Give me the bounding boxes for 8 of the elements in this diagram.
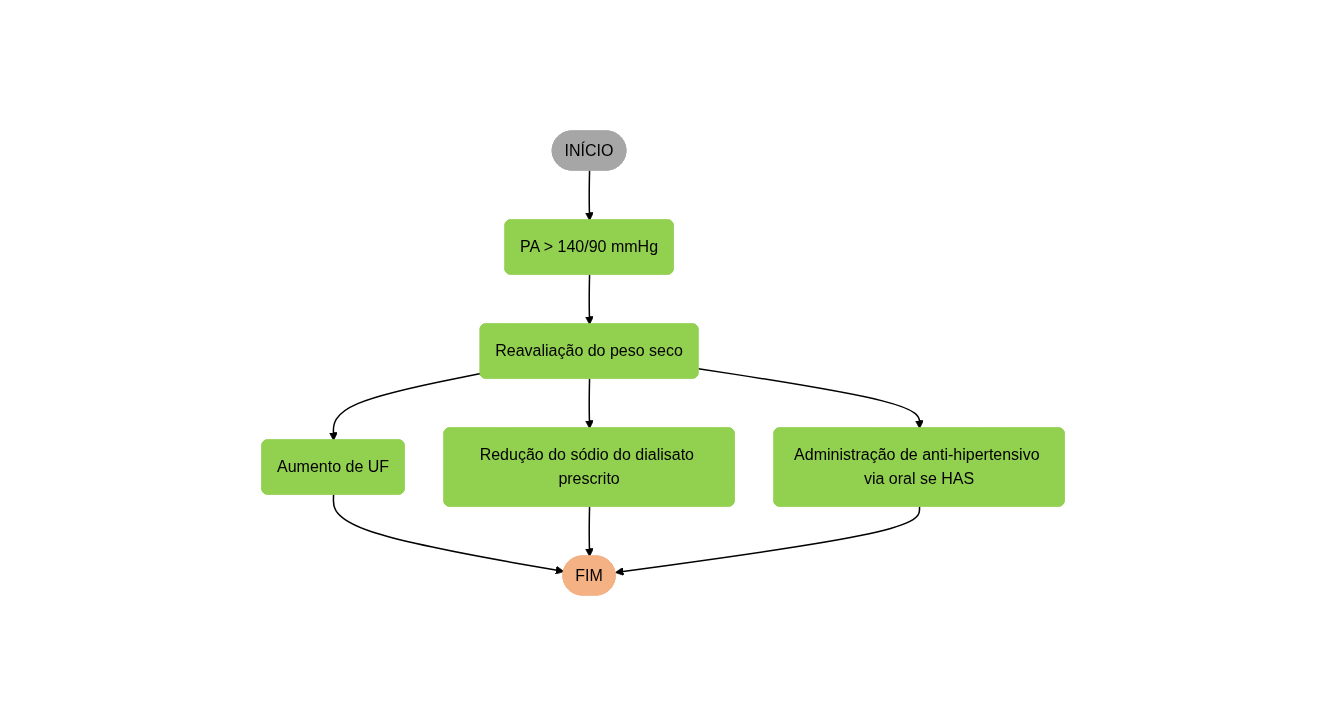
arrow: [615, 505, 921, 576]
arrow: [698, 367, 925, 429]
arrow: [585, 169, 595, 221]
arrow: [585, 505, 595, 557]
arrow: [585, 273, 595, 325]
arrow: [333, 493, 565, 574]
arrow: [329, 372, 482, 441]
arrow: [585, 377, 595, 429]
